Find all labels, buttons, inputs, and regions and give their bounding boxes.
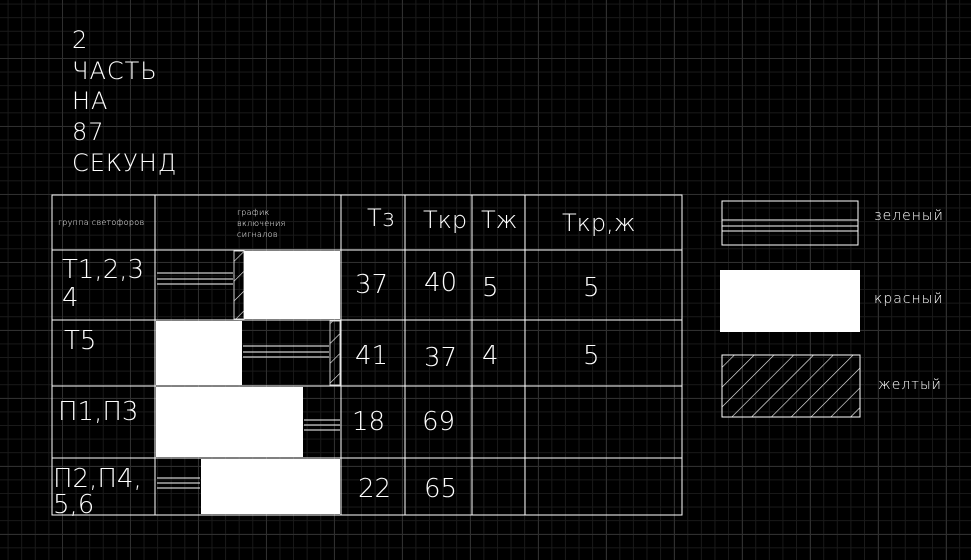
- signal-bars-row-4: [157, 459, 340, 514]
- table-border: [51, 194, 683, 516]
- title-line-5: СЕКУНД: [72, 149, 178, 177]
- legend-green-swatch: [721, 200, 859, 246]
- header-schedule-line-1: график: [237, 208, 270, 217]
- row-3-group: П1,П3: [58, 399, 138, 425]
- red-bar: [201, 459, 340, 514]
- header-schedule-line-3: сигналов: [237, 230, 278, 239]
- row-1-tkr: 40: [424, 268, 458, 298]
- header-tz: Тз: [367, 204, 395, 232]
- row-2-tz: 41: [355, 341, 389, 371]
- header-tkrzh: Ткр,ж: [562, 209, 636, 237]
- row-4-group-line-1: П2,П4,: [53, 464, 142, 494]
- legend-yellow-swatch: [721, 354, 861, 418]
- row-2-tkrzh: 5: [583, 341, 600, 371]
- row-4-group: П2,П4, 5,6: [53, 466, 142, 518]
- row-3-tz: 18: [352, 407, 386, 437]
- header-schedule: график включения сигналов: [237, 207, 286, 240]
- row-2-tkr: 37: [424, 343, 458, 373]
- row-1-tkrzh: 5: [583, 273, 600, 303]
- row-2-tzh: 4: [482, 341, 499, 371]
- legend-green-label: зеленый: [874, 208, 944, 224]
- green-bar: [304, 419, 340, 431]
- title-line-1: 2: [72, 26, 89, 54]
- title-line-3: НА: [72, 87, 109, 115]
- signal-bars-row-2: [156, 320, 341, 386]
- table-grid: [51, 194, 683, 516]
- row-1-group-line-2: 4: [62, 283, 79, 313]
- header-schedule-line-2: включения: [237, 219, 286, 228]
- red-bar: [244, 251, 340, 319]
- header-group: группа светофоров: [58, 218, 145, 227]
- row-4-group-line-2: 5,6: [53, 490, 95, 520]
- row-3-group-line-1: П1,П3: [58, 397, 139, 427]
- row-4-tz: 22: [358, 474, 392, 504]
- green-bar: [157, 272, 233, 285]
- header-tkr: Ткр: [423, 206, 468, 234]
- row-1-group: Т1,2,3 4: [62, 256, 144, 312]
- yellow-bar: [233, 250, 245, 320]
- green-bar: [243, 345, 329, 358]
- signal-bars-row-3: [156, 387, 340, 457]
- row-1-group-line-1: Т1,2,3: [62, 255, 145, 285]
- yellow-bar: [329, 320, 341, 386]
- legend-red-label: красный: [874, 291, 944, 307]
- row-2-group: Т5: [64, 328, 96, 354]
- red-bar: [156, 321, 242, 385]
- row-1-tzh: 5: [482, 273, 499, 303]
- red-bar: [156, 387, 303, 457]
- row-1-tz: 37: [355, 270, 389, 300]
- signal-bars-row-1: [157, 250, 340, 320]
- row-3-tkr: 69: [422, 407, 456, 437]
- title-line-4: 87: [72, 118, 105, 146]
- green-bar: [157, 477, 200, 489]
- row-4-tkr: 65: [424, 474, 458, 504]
- legend-red-swatch: [720, 270, 860, 332]
- legend-yellow-label: желтый: [878, 377, 942, 393]
- header-tzh: Тж: [481, 206, 518, 234]
- title-line-2: ЧАСТЬ: [72, 57, 158, 85]
- row-2-group-line-1: Т5: [64, 326, 97, 356]
